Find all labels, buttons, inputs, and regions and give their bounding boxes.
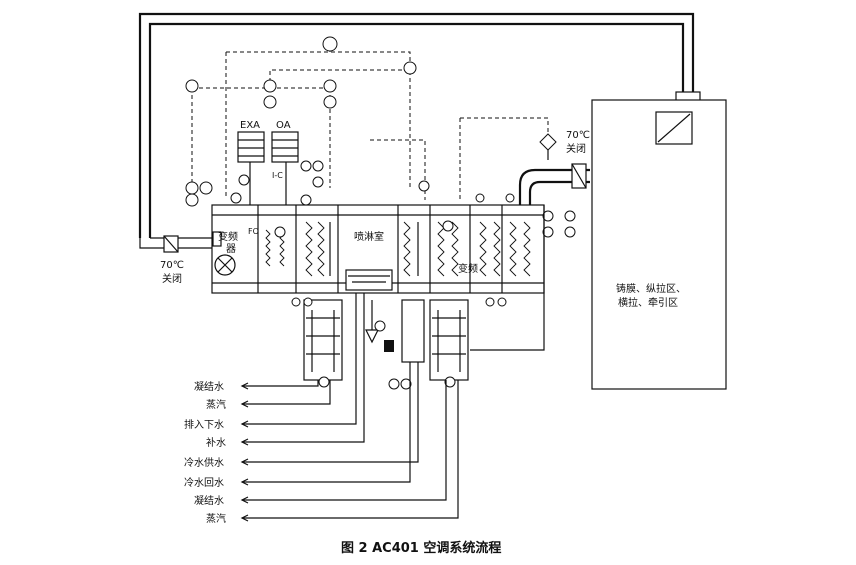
sensor-icon bbox=[185, 181, 199, 195]
sensor-icon bbox=[542, 226, 554, 238]
temp-close-right-2: 关闭 bbox=[566, 142, 586, 155]
vfd-right-label: 变频 bbox=[458, 262, 478, 275]
spray-chamber-label: 喷淋室 bbox=[354, 230, 384, 243]
room-label-2: 横拉、牵引区 bbox=[618, 296, 678, 309]
controller-icon bbox=[263, 95, 277, 109]
temperature-sensor-icon bbox=[185, 79, 199, 93]
sensor-icon bbox=[475, 193, 485, 203]
pipe-label-list: 凝结水 蒸汽 排入下水 补水 冷水供水 冷水回水 凝结水 蒸汽 bbox=[184, 380, 226, 525]
right-drain-line bbox=[470, 205, 545, 351]
sensor-icon bbox=[323, 79, 337, 93]
ic-tag: I-C bbox=[272, 171, 283, 180]
pipe-label: 凝结水 bbox=[194, 380, 224, 393]
pipe-label: 冷水回水 bbox=[184, 476, 224, 489]
figure-caption: 图 2 AC401 空调系统流程 bbox=[341, 540, 501, 556]
sensor-icon bbox=[564, 210, 576, 222]
spray-tank bbox=[345, 269, 393, 291]
sensor-icon bbox=[312, 176, 324, 188]
pipe-label: 补水 bbox=[206, 436, 226, 449]
process-room bbox=[591, 99, 727, 390]
reheat-coil bbox=[437, 221, 459, 277]
sensor-icon bbox=[199, 181, 213, 195]
return-fan-icon bbox=[214, 254, 236, 276]
sensor-icon bbox=[230, 192, 242, 204]
exa-oa-dampers bbox=[237, 131, 299, 205]
return-air-duct bbox=[138, 12, 701, 238]
supply-fan-coil bbox=[479, 221, 531, 277]
preheat-coil bbox=[305, 221, 331, 277]
valve-trains bbox=[291, 297, 507, 390]
sensor-icon bbox=[442, 220, 454, 232]
air-handling-unit bbox=[211, 204, 545, 294]
pipe-label: 冷水供水 bbox=[184, 456, 224, 469]
return-duct-inlet bbox=[139, 235, 212, 253]
pump-icon bbox=[365, 300, 379, 344]
temp-close-left: 70℃ bbox=[160, 260, 184, 271]
vfd-left-label: 变频 bbox=[218, 230, 238, 243]
sensor-icon bbox=[505, 193, 515, 203]
pipe-label: 蒸汽 bbox=[206, 398, 226, 411]
temp-close-left-2: 关闭 bbox=[162, 272, 182, 285]
sensor-icon bbox=[274, 226, 286, 238]
thermostat-icon bbox=[539, 133, 557, 151]
sensor-icon bbox=[312, 160, 324, 172]
pipe-label: 排入下水 bbox=[184, 418, 224, 431]
temp-close-right: 70℃ bbox=[566, 130, 590, 141]
instruments bbox=[185, 36, 576, 238]
cooling-coil bbox=[403, 221, 419, 277]
sensor-icon bbox=[564, 226, 576, 238]
sensor-icon bbox=[323, 95, 337, 109]
pipe-label: 蒸汽 bbox=[206, 512, 226, 525]
vfd-left-label-2: 器 bbox=[226, 243, 236, 255]
sensor-icon bbox=[185, 193, 199, 207]
humidity-sensor-icon bbox=[263, 79, 277, 93]
sensor-icon bbox=[542, 210, 554, 222]
oa-label: OA bbox=[276, 120, 291, 131]
sensor-icon bbox=[418, 180, 430, 192]
sensor-icon bbox=[238, 174, 250, 186]
fo-tag: FO bbox=[248, 227, 259, 236]
pipe-lines bbox=[240, 293, 459, 522]
master-controller-icon bbox=[322, 36, 338, 52]
sensor-icon bbox=[300, 160, 312, 172]
exa-label: EXA bbox=[240, 120, 260, 131]
sensor-icon bbox=[403, 61, 417, 75]
room-label-1: 铸膜、纵拉区、 bbox=[616, 282, 686, 295]
pipe-label: 凝结水 bbox=[194, 494, 224, 507]
sensor-icon bbox=[300, 194, 312, 206]
